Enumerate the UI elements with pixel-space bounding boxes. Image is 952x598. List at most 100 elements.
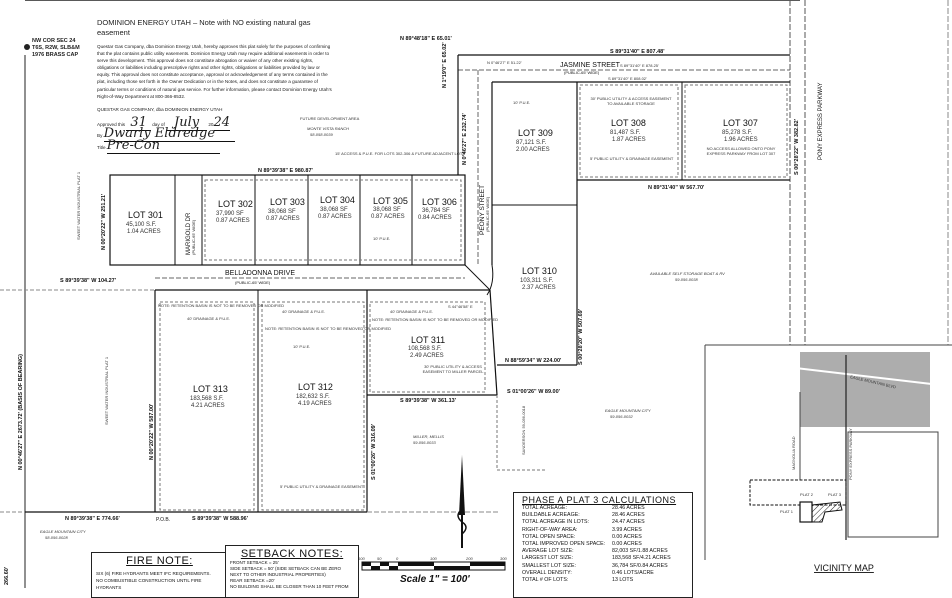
svg-text:S 89°39'38" W 588.96': S 89°39'38" W 588.96' (192, 516, 249, 522)
svg-text:LOT 306: LOT 306 (422, 197, 457, 207)
svg-text:2.49 ACRES: 2.49 ACRES (410, 353, 444, 359)
svg-text:81,487 S.F.: 81,487 S.F. (610, 130, 641, 136)
signature-line: By Dwarly Eldredge (97, 126, 332, 143)
svg-text:40' DRAINAGE & P.U.E.: 40' DRAINAGE & P.U.E. (187, 316, 230, 321)
calculation-label: TOTAL OPEN SPACE: (522, 533, 576, 540)
approval-line: Approved this 31 day of July 2024 (97, 115, 231, 132)
svg-text:5' PUBLIC UTILITY & DRAINAGE E: 5' PUBLIC UTILITY & DRAINAGE EASEMENT (590, 156, 674, 161)
calculation-row: AVERAGE LOT SIZE: 82,003 SF/1.88 ACRES (522, 548, 684, 555)
title-line: Title Pre-Con (97, 137, 332, 154)
svg-text:AVAILABLE SELF STORAGE BOAT &: AVAILABLE SELF STORAGE BOAT & RV (649, 271, 725, 276)
calculation-label: AVERAGE LOT SIZE: (522, 548, 574, 555)
svg-text:0.84 ACRES: 0.84 ACRES (418, 215, 452, 221)
svg-text:85,278 S.F.: 85,278 S.F. (722, 130, 753, 136)
svg-text:59-056-0038: 59-056-0038 (675, 277, 698, 282)
approval-year: 24 (213, 115, 231, 132)
svg-text:PLAT 3: PLAT 3 (828, 492, 842, 497)
peony-street-label: PEONY STREET (479, 185, 486, 235)
svg-text:4.21 ACRES: 4.21 ACRES (191, 403, 225, 409)
easement-notes: 15' ACCESS & P.U.E. FOR LOTS 302-306 & F… (158, 100, 674, 489)
svg-text:SANDERSON 59-056-0018: SANDERSON 59-056-0018 (521, 405, 526, 455)
svg-text:182,632 S.F.: 182,632 S.F. (296, 394, 330, 400)
vicinity-map-title: VICINITY MAP (814, 563, 874, 573)
calculation-label: TOTAL # OF LOTS: (522, 577, 569, 584)
svg-text:15' ACCESS & P.U.E. FOR LOTS 3: 15' ACCESS & P.U.E. FOR LOTS 302-306 & F… (335, 151, 465, 156)
south-lots: N 00°20'22" W 587.00' N 00°46'27" E 2673… (18, 289, 577, 523)
svg-text:NOTE: RETENTION BASIN IS NOT T: NOTE: RETENTION BASIN IS NOT TO BE REMOV… (265, 326, 391, 331)
dominion-energy-note: DOMINION ENERGY UTAH – Note with NO exis… (97, 18, 332, 154)
calculation-label: LARGEST LOT SIZE: (522, 555, 574, 562)
setback-notes: SETBACK NOTES: FRONT SETBACK = 25' SIDE … (225, 545, 359, 598)
svg-text:87,121 S.F.: 87,121 S.F. (516, 140, 547, 146)
svg-text:S 44°46'58" E: S 44°46'58" E (448, 304, 473, 309)
svg-text:36,784 SF: 36,784 SF (422, 208, 450, 214)
svg-text:LOT 301: LOT 301 (128, 210, 163, 220)
calculation-value: 28.46 ACRES (612, 512, 645, 519)
svg-text:S 01°00'26" W 89.00': S 01°00'26" W 89.00' (507, 389, 561, 395)
dominion-body: Questar Gas Company, dba Dominion Energy… (97, 44, 332, 99)
jasmine-street: JASMINE STREET (PUBLIC-65' WIDE) S 89°31… (400, 36, 790, 83)
calculation-value: 13 LOTS (612, 577, 634, 584)
svg-text:LOT 310: LOT 310 (522, 266, 557, 276)
svg-text:10' P.U.E.: 10' P.U.E. (513, 100, 530, 105)
svg-text:100: 100 (358, 556, 365, 561)
svg-text:0.87 ACRES: 0.87 ACRES (216, 218, 250, 224)
svg-text:0.87 ACRES: 0.87 ACRES (318, 214, 352, 220)
svg-text:58-058-0039: 58-058-0039 (310, 132, 333, 137)
svg-text:0: 0 (396, 556, 399, 561)
calculation-value: 24.47 ACRES (612, 519, 645, 526)
calculation-value: 82,003 SF/1.88 ACRES (612, 548, 668, 555)
svg-text:LOT 304: LOT 304 (320, 195, 355, 205)
svg-text:N 89°48'18" E 65.01': N 89°48'18" E 65.01' (400, 36, 452, 42)
svg-text:S 89°39'38" W 361.13': S 89°39'38" W 361.13' (400, 398, 457, 404)
svg-text:300: 300 (500, 556, 507, 561)
svg-text:1.87 ACRES: 1.87 ACRES (612, 137, 646, 143)
svg-text:40' DRAINAGE & P.U.E.: 40' DRAINAGE & P.U.E. (390, 309, 433, 314)
north-arrow-icon (457, 455, 467, 548)
svg-text:N 00°20'22" W 587.00': N 00°20'22" W 587.00' (149, 403, 155, 460)
svg-text:S 00°28'22" W 382.82': S 00°28'22" W 382.82' (794, 118, 800, 175)
svg-text:59-056-0032: 59-056-0032 (610, 414, 633, 419)
svg-text:(PUBLIC-65' WIDE): (PUBLIC-65' WIDE) (235, 280, 271, 285)
svg-text:S 89°31'40" E 878.25': S 89°31'40" E 878.25' (620, 63, 659, 68)
calculation-label: TOTAL ACREAGE IN LOTS: (522, 519, 590, 526)
calculation-row: TOTAL ACREAGE:28.46 ACRES (522, 505, 684, 512)
calculations-title: PHASE A PLAT 3 CALCULATIONS (522, 495, 677, 505)
calculation-value: 0.00 ACRES (612, 541, 642, 548)
svg-text:LOT 312: LOT 312 (298, 382, 333, 392)
lot-312: LOT 312 182,632 S.F.4.19 ACRES (296, 382, 333, 407)
vicinity-map: EAGLE MOUNTAIN BLVD PONY EXPRESS PARKWAY… (704, 344, 952, 573)
svg-text:108,568 S.F.: 108,568 S.F. (408, 346, 442, 352)
belladonna-drive: BELLADONNA DRIVE (PUBLIC-65' WIDE) S 89°… (60, 270, 490, 291)
svg-text:40' DRAINAGE & P.U.E.: 40' DRAINAGE & P.U.E. (282, 309, 325, 314)
svg-text:SWEET WATER INDUSTRIAL PLAT 1: SWEET WATER INDUSTRIAL PLAT 1 (76, 171, 81, 240)
calculation-label: OVERALL DENSITY: (522, 569, 572, 576)
svg-text:S 89°39'38" W 104.27': S 89°39'38" W 104.27' (60, 278, 117, 284)
svg-text:38,068 SF: 38,068 SF (320, 207, 348, 213)
svg-text:LOT 311: LOT 311 (411, 335, 445, 345)
svg-text:SWEET WATER INDUSTRIAL PLAT 1: SWEET WATER INDUSTRIAL PLAT 1 (104, 356, 109, 425)
svg-text:10' P.U.E.: 10' P.U.E. (373, 236, 390, 241)
approval-month: July (166, 115, 208, 132)
svg-text:N 00°46'27" E 2673.72' (BASIS: N 00°46'27" E 2673.72' (BASIS OF BEARING… (18, 354, 24, 470)
belladonna-label: BELLADONNA DRIVE (225, 270, 295, 277)
svg-text:38,068 SF: 38,068 SF (373, 207, 401, 213)
calculations-table: PHASE A PLAT 3 CALCULATIONS TOTAL ACREAG… (513, 492, 693, 598)
calculation-value: 3.99 ACRES (612, 526, 642, 533)
calculation-label: TOTAL ACREAGE: (522, 505, 567, 511)
svg-text:4.19 ACRES: 4.19 ACRES (298, 401, 332, 407)
svg-text:N 89°39'38" E 774.66': N 89°39'38" E 774.66' (65, 516, 121, 522)
svg-text:LOT 302: LOT 302 (218, 199, 253, 209)
scale-label: Scale 1" = 100' (400, 574, 470, 585)
east-lots: N 89°31'40" W 567.70' S 00°28'22" W 382.… (492, 82, 824, 365)
svg-text:LOT 309: LOT 309 (518, 128, 553, 138)
no-access-note: NO ACCESS ALLOWED ONTO PONY EXPRESS PARK… (706, 146, 776, 156)
svg-text:N 88°59'34" W 224.00': N 88°59'34" W 224.00' (505, 358, 562, 364)
calculation-row: SMALLEST LOT SIZE:36,784 SF/0.84 ACRES (522, 563, 684, 570)
